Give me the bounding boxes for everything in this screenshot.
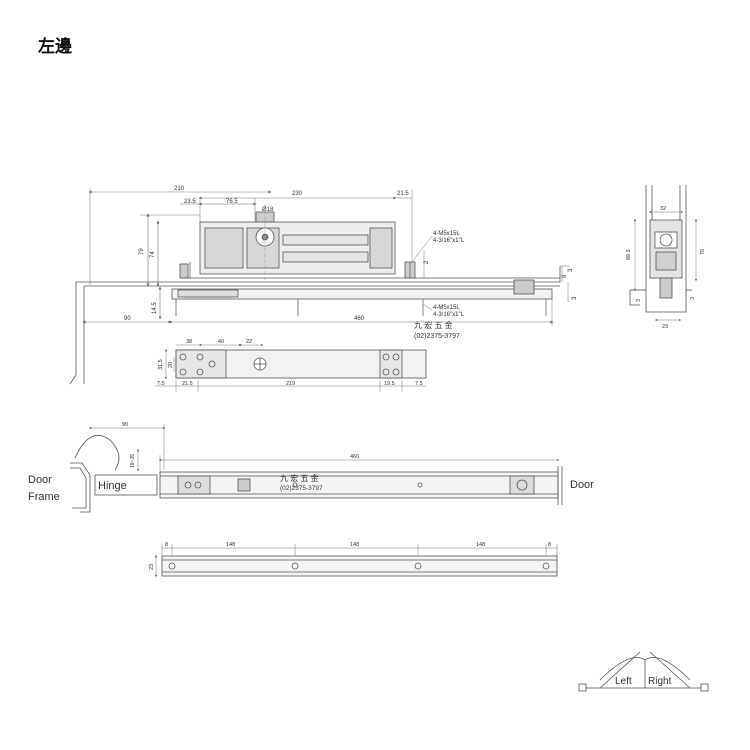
company-name: 九 宏 五 金 <box>414 320 453 330</box>
dim-track-end-b: 8 <box>548 542 551 548</box>
dim-track-seg1: 148 <box>226 542 235 548</box>
dim-side-3b: 3 <box>690 297 696 300</box>
install-company-name: 九 宏 五 金 <box>280 473 319 483</box>
plate-view-labels: 38 40 22 31.5 20 7.5 21.5 219 19.5 7.5 <box>157 339 423 387</box>
dim-track-end-a: 8 <box>165 542 168 548</box>
dim-body-width: 230 <box>292 191 303 197</box>
dim-small-3b: 3 <box>572 296 578 300</box>
swing-label-left: Left <box>615 676 632 687</box>
dim-38: 38 <box>186 339 192 345</box>
dim-height-74: 74 <box>150 251 156 258</box>
top-view-labels: 210 230 21.5 23.5 76.5 Ø18 79 74 90 460 … <box>124 186 578 340</box>
dim-h-14-5: 14.5 <box>152 302 158 314</box>
dim-32: 32 <box>660 206 666 212</box>
install-view <box>70 424 563 513</box>
dim-small-9: 9 <box>562 274 568 278</box>
dim-20: 20 <box>168 362 174 368</box>
dim-7-5b: 7.5 <box>415 381 423 387</box>
side-view <box>629 185 698 322</box>
side-view-labels: 32 69.3 70 23 3 3 <box>626 206 706 330</box>
page-title: 左邊 <box>38 37 72 57</box>
dim-small-2: 2 <box>424 260 430 264</box>
dim-inner-b: 76.5 <box>226 199 238 205</box>
dim-70: 70 <box>700 249 706 255</box>
dim-overall-width: 210 <box>174 186 185 192</box>
dim-shaft-dia: Ø18 <box>262 207 274 213</box>
dim-21-5: 21.5 <box>182 381 193 387</box>
screw-spec-lower-2: 4-3/16"x1"L <box>433 312 465 318</box>
dim-31-5: 31.5 <box>158 359 164 370</box>
plate-view <box>155 343 427 392</box>
dim-23: 23 <box>662 324 668 330</box>
label-hinge: Hinge <box>98 480 127 492</box>
swing-label-right: Right <box>648 676 672 687</box>
dim-69-3: 69.3 <box>626 249 632 260</box>
label-door: Door <box>570 479 594 491</box>
install-view-labels: Door Frame Hinge Door 90 19~25 460 九 宏 五… <box>28 422 594 503</box>
screw-spec-upper-1: 4-M5x15L <box>433 231 460 237</box>
dim-7-5a: 7.5 <box>157 381 165 387</box>
dim-track-seg2: 148 <box>350 542 359 548</box>
top-view <box>69 188 570 385</box>
track-view-labels: 8 148 148 148 8 23 <box>149 542 551 570</box>
dim-40: 40 <box>218 339 224 345</box>
dim-height-79: 79 <box>139 248 145 255</box>
track-view <box>154 544 558 578</box>
swing-diagram-labels: Left Right <box>615 676 672 687</box>
dim-22: 22 <box>246 339 252 345</box>
screw-spec-lower-1: 4-M5x15L <box>433 305 460 311</box>
company-phone: (02)2375-3797 <box>414 333 460 340</box>
dim-track-h23: 23 <box>149 564 155 570</box>
dim-small-3a: 3 <box>568 268 574 272</box>
swing-diagram <box>578 651 709 692</box>
label-door-frame-line2: Frame <box>28 491 60 503</box>
dim-side-3a: 3 <box>636 299 642 302</box>
label-door-frame-line1: Door <box>28 474 52 486</box>
dim-install-19-25: 19~25 <box>130 454 136 468</box>
install-company-phone: (02)2375-3797 <box>280 485 323 492</box>
dim-inner-a: 23.5 <box>184 199 196 205</box>
screw-spec-upper-2: 4-3/16"x1"L <box>433 238 465 244</box>
dim-track-460: 460 <box>354 316 365 322</box>
dim-track-seg3: 148 <box>476 542 485 548</box>
dim-219: 219 <box>286 381 295 387</box>
dim-install-460: 460 <box>350 454 359 460</box>
dim-19-5: 19.5 <box>384 381 395 387</box>
dim-right-offset: 21.5 <box>397 191 409 197</box>
dim-left-90: 90 <box>124 316 131 322</box>
dim-install-90: 90 <box>122 422 128 428</box>
